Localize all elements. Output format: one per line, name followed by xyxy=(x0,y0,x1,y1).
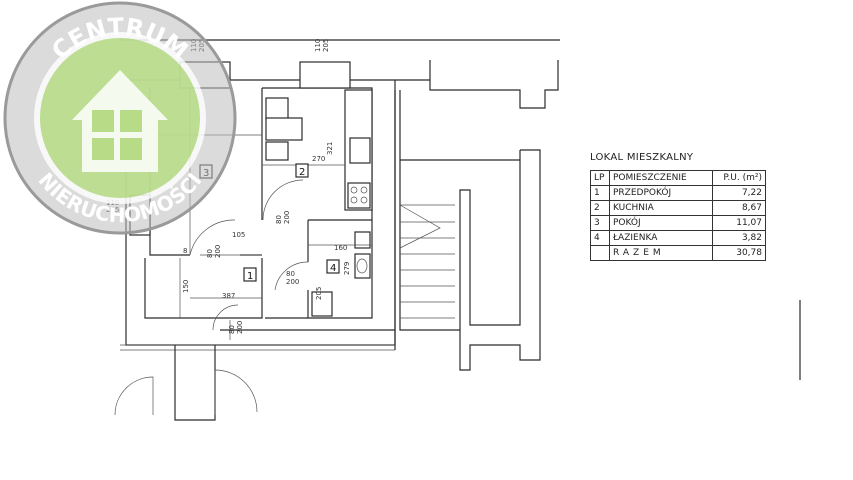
door-swings xyxy=(114,179,309,416)
centrum-nieruchomosci-logo: CENTRUM NIERUCHOMOŚCI xyxy=(3,1,237,235)
header-lp: LP xyxy=(590,170,610,186)
row-lp: 4 xyxy=(590,230,610,246)
total-name: RAZEM xyxy=(609,245,713,261)
row-area: 3,82 xyxy=(712,230,766,246)
table-row: 4 ŁAZIENKA 3,82 xyxy=(590,230,766,246)
dim-label: 200 xyxy=(286,278,299,286)
header-name: POMIESZCZENIE xyxy=(609,170,713,186)
total-lp xyxy=(590,245,610,261)
dim-label: 8 xyxy=(183,247,187,255)
legend-title: LOKAL MIESZKALNY xyxy=(590,152,694,163)
row-area: 7,22 xyxy=(712,185,766,201)
row-area: 11,07 xyxy=(712,215,766,231)
dim-label: 150 xyxy=(182,280,190,293)
dim-label: 279 xyxy=(343,262,351,275)
area-table: LP POMIESZCZENIE P.U. (m²) 1 PRZEDPOKÓJ … xyxy=(590,170,766,261)
room-number-4: 4 xyxy=(330,263,336,274)
header-area: P.U. (m²) xyxy=(712,170,766,186)
table-row: 1 PRZEDPOKÓJ 7,22 xyxy=(590,185,766,201)
staircase xyxy=(399,204,455,319)
bathroom-fixtures xyxy=(311,231,371,317)
dim-label: 80 xyxy=(206,249,214,258)
table-total-row: RAZEM 30,78 xyxy=(590,245,766,261)
table-row: 2 KUCHNIA 8,67 xyxy=(590,200,766,216)
dim-label: 321 xyxy=(326,142,334,155)
dim-label: 200 xyxy=(283,211,291,224)
row-name: POKÓJ xyxy=(609,215,713,231)
row-lp: 3 xyxy=(590,215,610,231)
row-lp: 1 xyxy=(590,185,610,201)
dim-label: 105 xyxy=(232,231,245,239)
dim-label: 200 xyxy=(214,245,222,258)
dim-label: 160 xyxy=(334,244,347,252)
dim-label: 205 xyxy=(315,287,323,300)
row-area: 8,67 xyxy=(712,200,766,216)
room-number-1: 1 xyxy=(247,271,253,282)
house-icon xyxy=(72,70,168,172)
dim-label: 80 xyxy=(228,325,236,334)
row-name: KUCHNIA xyxy=(609,200,713,216)
dim-label: 270 xyxy=(312,155,325,163)
room-legend: LOKAL MIESZKALNY LP POMIESZCZENIE P.U. (… xyxy=(590,152,766,261)
dim-label: 80 xyxy=(286,270,295,278)
row-lp: 2 xyxy=(590,200,610,216)
table-header-row: LP POMIESZCZENIE P.U. (m²) xyxy=(590,170,766,186)
kitchen-fixtures xyxy=(265,89,373,211)
dim-label: 110 xyxy=(314,39,322,52)
dim-label: 80 xyxy=(275,215,283,224)
table-row: 3 POKÓJ 11,07 xyxy=(590,215,766,231)
dim-label: 200 xyxy=(236,321,244,334)
dim-label: 387 xyxy=(222,292,235,300)
row-name: PRZEDPOKÓJ xyxy=(609,185,713,201)
dim-label: 205 xyxy=(322,39,330,52)
room-number-2: 2 xyxy=(299,167,305,178)
total-area: 30,78 xyxy=(712,245,766,261)
row-name: ŁAZIENKA xyxy=(609,230,713,246)
